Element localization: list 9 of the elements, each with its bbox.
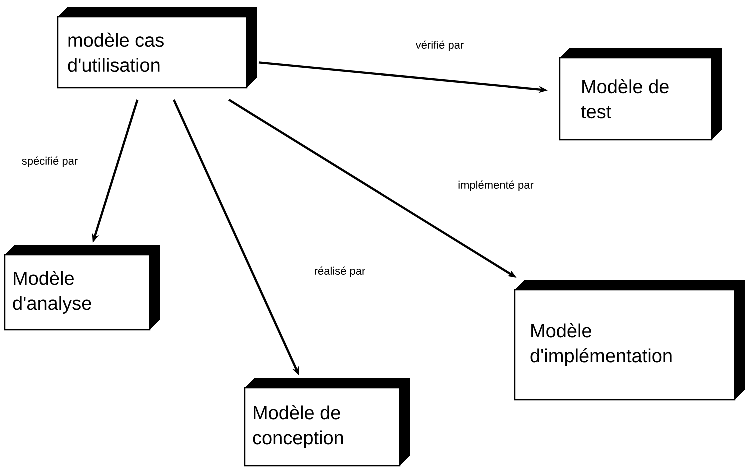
block-box: modèle cas d'utilisation: [57, 7, 257, 89]
edge-label: implémenté par: [457, 180, 535, 192]
edge-label: réalisé par: [313, 266, 367, 278]
block-box: Modèle d'implémentation: [514, 280, 745, 401]
edge-label: vérifié par: [414, 40, 466, 52]
block-box: Modèle d'analyse: [4, 245, 160, 331]
block-box: Modèle de test: [559, 48, 722, 141]
block-box: Modèle de conception: [244, 378, 410, 467]
edge-label: spécifié par: [20, 156, 80, 168]
